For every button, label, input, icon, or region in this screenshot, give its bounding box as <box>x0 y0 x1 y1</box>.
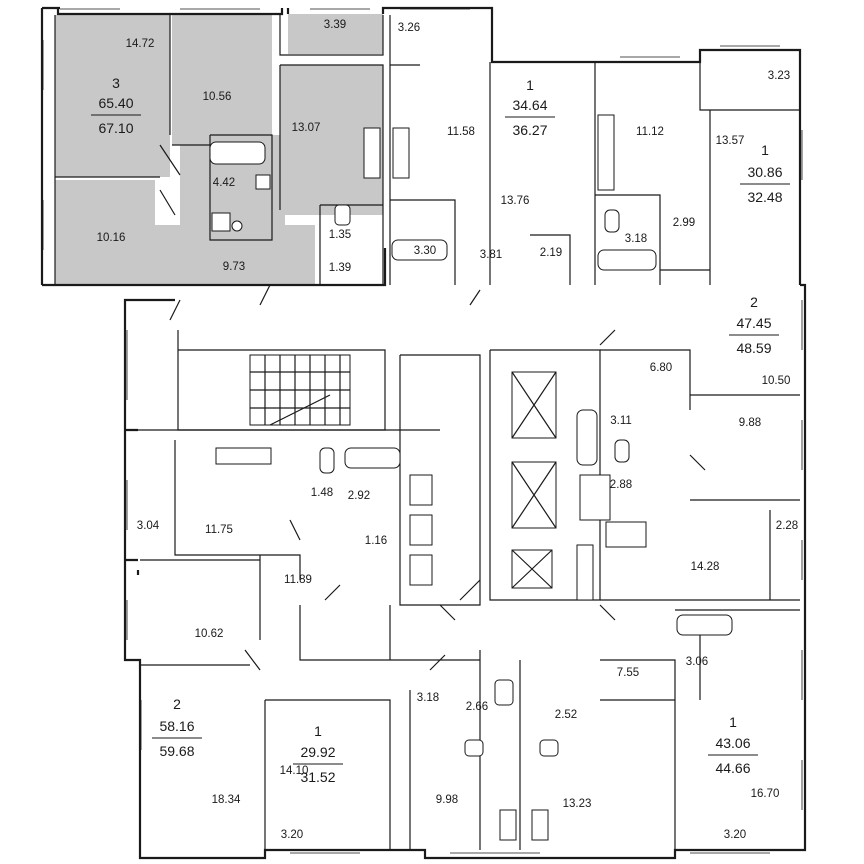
apartment-label: 1 34.64 36.27 <box>505 77 555 138</box>
room-area: 3.18 <box>625 233 647 245</box>
room-area: 3.20 <box>281 829 303 841</box>
room-area: 3.30 <box>414 245 436 257</box>
room-area-labels: 14.72 3.39 3.26 10.56 13.07 11.58 11.12 … <box>97 19 799 841</box>
svg-text:43.06: 43.06 <box>715 735 750 751</box>
staircase <box>249 354 351 426</box>
apartment-label: 1 43.06 44.66 <box>708 714 758 776</box>
room-area: 13.07 <box>292 122 321 134</box>
room-area: 2.99 <box>673 217 695 229</box>
room-area: 14.72 <box>126 38 155 50</box>
svg-text:47.45: 47.45 <box>736 315 771 331</box>
room-area: 2.92 <box>348 490 370 502</box>
svg-text:34.64: 34.64 <box>512 97 547 113</box>
apartment-label: 3 65.40 67.10 <box>91 75 141 136</box>
svg-text:67.10: 67.10 <box>98 120 133 136</box>
apartment-label: 1 30.86 32.48 <box>740 142 790 205</box>
room-area: 14.28 <box>691 561 720 573</box>
room-area: 13.23 <box>563 798 592 810</box>
exterior-walls <box>40 6 807 860</box>
svg-text:1: 1 <box>761 142 769 158</box>
svg-text:59.68: 59.68 <box>159 743 194 759</box>
room-area: 11.89 <box>284 574 312 586</box>
room-area: 9.73 <box>223 261 245 273</box>
room-area: 10.62 <box>195 628 224 640</box>
room-area: 3.06 <box>686 656 708 668</box>
kitchen-fixtures <box>215 114 647 841</box>
svg-text:30.86: 30.86 <box>747 164 782 180</box>
room-area: 1.16 <box>365 535 387 547</box>
room-area: 2.88 <box>610 479 632 491</box>
room-area: 1.39 <box>329 262 351 274</box>
room-area: 2.66 <box>466 701 488 713</box>
door-swings <box>159 144 706 671</box>
svg-text:2: 2 <box>173 696 181 712</box>
room-area: 3.39 <box>324 19 346 31</box>
elevator-shafts <box>409 371 557 589</box>
room-area: 1.48 <box>311 487 333 499</box>
room-area: 3.11 <box>610 415 632 427</box>
room-area: 10.56 <box>203 91 232 103</box>
room-area: 3.20 <box>724 829 746 841</box>
room-area: 1.35 <box>329 229 351 241</box>
selected-apartment-highlight[interactable] <box>55 14 383 285</box>
svg-text:2: 2 <box>750 294 758 310</box>
room-area: 11.58 <box>447 126 475 138</box>
svg-text:1: 1 <box>729 714 737 730</box>
room-area: 2.19 <box>540 247 562 259</box>
apartment-label: 2 58.16 59.68 <box>152 696 202 759</box>
room-area: 2.52 <box>555 709 577 721</box>
room-area: 3.26 <box>398 22 420 34</box>
apartment-label: 1 29.92 31.52 <box>293 723 343 785</box>
svg-text:1: 1 <box>314 723 322 739</box>
room-area: 9.88 <box>739 417 761 429</box>
svg-text:58.16: 58.16 <box>159 718 194 734</box>
room-area: 13.57 <box>716 135 745 147</box>
room-area: 3.23 <box>768 70 790 82</box>
apartment-labels: 3 65.40 67.10 1 34.64 36.27 1 30.86 32.4… <box>91 75 790 785</box>
interior-walls <box>54 15 800 851</box>
room-area: 3.18 <box>417 692 439 704</box>
room-area: 6.80 <box>650 362 672 374</box>
room-area: 7.55 <box>617 667 639 679</box>
windows <box>42 8 803 854</box>
room-area: 14.10 <box>280 765 309 777</box>
svg-text:36.27: 36.27 <box>512 122 547 138</box>
svg-text:29.92: 29.92 <box>300 744 335 760</box>
room-area: 11.75 <box>205 524 233 536</box>
svg-text:31.52: 31.52 <box>300 769 335 785</box>
room-area: 16.70 <box>751 788 780 800</box>
svg-text:32.48: 32.48 <box>747 189 782 205</box>
svg-text:48.59: 48.59 <box>736 340 771 356</box>
bathroom-fixtures <box>209 141 733 757</box>
room-area: 3.81 <box>480 249 502 261</box>
apartment-label: 2 47.45 48.59 <box>729 294 779 356</box>
room-area: 2.28 <box>776 520 798 532</box>
room-area: 11.12 <box>636 126 664 138</box>
room-area: 10.16 <box>97 232 126 244</box>
room-area: 3.04 <box>137 520 160 532</box>
room-area: 4.42 <box>213 177 235 189</box>
svg-text:3: 3 <box>112 75 120 91</box>
room-area: 13.76 <box>501 195 530 207</box>
svg-text:44.66: 44.66 <box>715 760 750 776</box>
svg-text:1: 1 <box>526 77 534 93</box>
room-area: 10.50 <box>762 375 791 387</box>
svg-text:65.40: 65.40 <box>98 95 133 111</box>
room-area: 18.34 <box>212 794 241 806</box>
room-area: 9.98 <box>436 794 458 806</box>
